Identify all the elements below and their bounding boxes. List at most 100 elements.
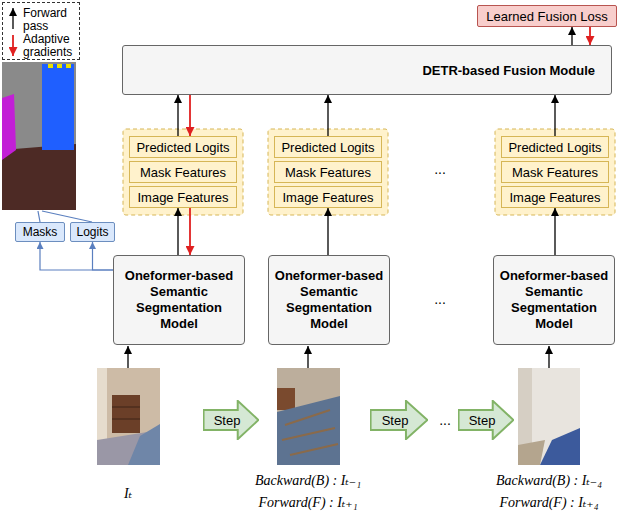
gradient-arrow-swatch <box>12 35 14 56</box>
room-photo <box>518 368 580 465</box>
feature-box: Predicted Logits <box>501 136 609 158</box>
segmentation-image <box>2 62 76 210</box>
feature-group <box>495 129 615 215</box>
rect-shape <box>277 368 340 465</box>
output-line <box>42 211 92 222</box>
model-box: Oneformer-based Semantic Segmentation Mo… <box>493 255 615 345</box>
rect-shape <box>48 64 53 68</box>
forward-arrow <box>177 208 178 255</box>
rect-shape <box>66 64 71 68</box>
ellipsis-mark: ... <box>434 290 446 308</box>
line-shape <box>112 407 140 408</box>
step-arrow: Step <box>370 400 428 440</box>
fusion-module-box: DETR-based Fusion Module <box>122 45 612 95</box>
node-text: Step <box>382 413 409 428</box>
feature-box: Predicted Logits <box>274 136 382 158</box>
node-text: Mask Features <box>140 165 226 180</box>
model-box: Oneformer-based Semantic Segmentation Mo… <box>113 255 245 345</box>
node-text: Mask Features <box>285 165 371 180</box>
node-text: Predicted Logits <box>281 140 374 155</box>
frame-label: Forward(F) : Iₜ₊₁ <box>258 494 357 512</box>
node-text: DETR-based Fusion Module <box>422 63 595 78</box>
node-text: Predicted Logits <box>508 140 601 155</box>
step-arrow-outline <box>371 401 428 439</box>
output-line <box>38 211 40 222</box>
node-text: Oneformer-based Semantic Segmentation Mo… <box>272 268 386 332</box>
polygon-shape <box>277 396 340 465</box>
rect-shape <box>42 64 74 150</box>
node-text: Oneformer-based Semantic Segmentation Mo… <box>497 268 611 332</box>
forward-arrow-swatch <box>12 8 13 29</box>
room-photo <box>277 368 340 465</box>
output-arrow <box>40 242 113 270</box>
rect-shape <box>57 64 62 68</box>
path-shape <box>282 410 338 455</box>
feature-box: Mask Features <box>501 161 609 183</box>
node-text: Masks <box>23 225 58 239</box>
legend-text: Forward pass <box>23 7 79 33</box>
output-box: Logits <box>70 222 115 242</box>
forward-arrow <box>327 95 328 136</box>
feature-box: Image Features <box>274 186 382 208</box>
input-arrow <box>307 346 308 368</box>
rect-shape <box>2 62 76 210</box>
input-arrow <box>548 346 549 368</box>
legend-arrows <box>5 3 21 59</box>
step-arrow-outline <box>204 401 259 439</box>
forward-arrow <box>327 208 328 255</box>
forward-arrow <box>554 208 555 255</box>
polygon-shape <box>2 144 76 210</box>
node-text: Image Features <box>282 190 373 205</box>
ellipsis-mark: ... <box>434 160 446 178</box>
forward-arrow <box>177 95 178 136</box>
step-arrow: Step <box>458 400 514 440</box>
step-arrow: Step <box>203 400 259 440</box>
rect-shape <box>97 368 107 443</box>
frame-label: Backward(B) : Iₜ₋₄ <box>496 472 602 490</box>
input-arrow <box>127 346 128 368</box>
gradient-arrow <box>189 95 191 136</box>
step-arrow-outline <box>459 401 514 439</box>
node-text: Image Features <box>509 190 600 205</box>
polygon-shape <box>2 94 16 160</box>
feature-box: Predicted Logits <box>129 136 237 158</box>
model-box: Oneformer-based Semantic Segmentation Mo… <box>268 255 390 345</box>
output-arrow <box>93 242 114 270</box>
rect-shape <box>277 388 295 410</box>
node-text: Image Features <box>137 190 228 205</box>
room-photo <box>97 368 160 465</box>
gradient-arrow <box>589 27 591 45</box>
gradient-arrow <box>189 208 191 255</box>
node-text: Step <box>214 413 241 428</box>
forward-arrow <box>554 95 555 136</box>
node-text: Oneformer-based Semantic Segmentation Mo… <box>117 268 241 332</box>
frame-label: Iₜ <box>124 485 132 503</box>
legend-text: Adaptive gradients <box>23 33 79 59</box>
loss-box: Learned Fusion Loss <box>477 5 617 27</box>
node-text: Learned Fusion Loss <box>486 9 607 24</box>
line-shape <box>112 419 140 420</box>
feature-group <box>268 129 388 215</box>
feature-box: Image Features <box>501 186 609 208</box>
feature-group <box>123 129 243 215</box>
polygon-shape <box>518 440 545 465</box>
forward-arrow <box>571 27 572 45</box>
frame-label: Backward(B) : Iₜ₋₁ <box>255 472 361 490</box>
ellipsis-mark: ... <box>439 411 451 429</box>
feature-box: Mask Features <box>129 161 237 183</box>
feature-box: Mask Features <box>274 161 382 183</box>
node-text: Step <box>469 413 496 428</box>
legend-box: Forward passAdaptive gradients <box>2 2 80 60</box>
rect-shape <box>112 395 140 433</box>
rect-shape <box>518 368 580 465</box>
feature-box: Image Features <box>129 186 237 208</box>
frame-label: Forward(F) : Iₜ₊₄ <box>499 494 598 512</box>
polygon-shape <box>540 428 580 465</box>
output-box: Masks <box>15 222 65 242</box>
node-text: Logits <box>76 225 108 239</box>
rect-shape <box>97 368 160 465</box>
node-text: Predicted Logits <box>136 140 229 155</box>
polygon-shape <box>128 424 160 465</box>
node-text: Mask Features <box>512 165 598 180</box>
